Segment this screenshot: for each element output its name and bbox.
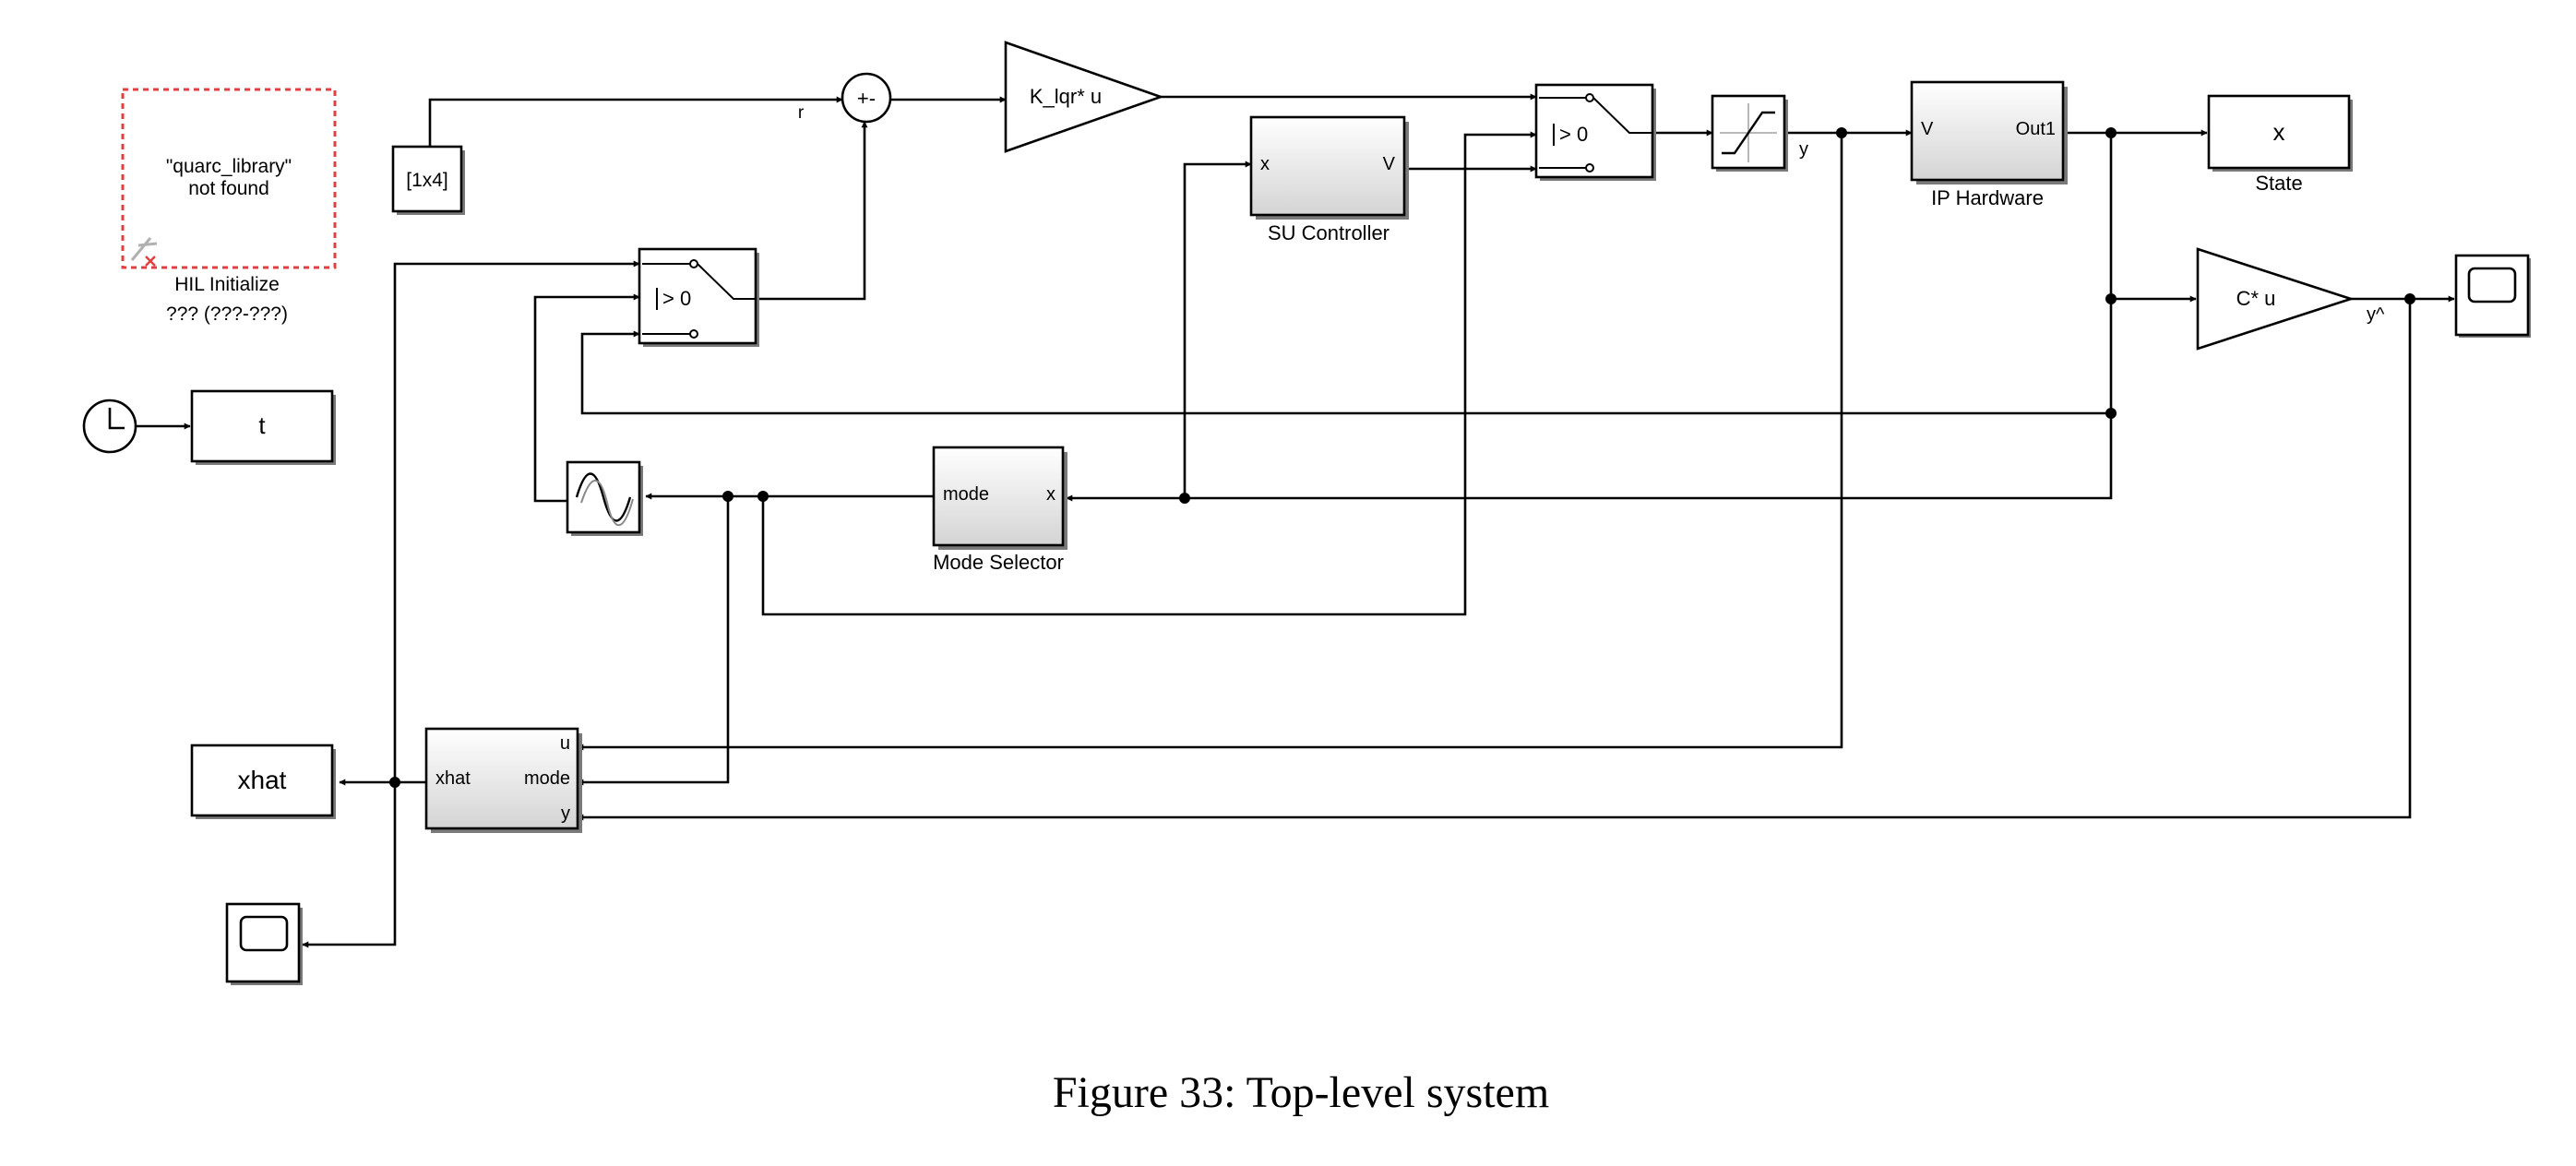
saturation-out-label: y <box>1799 139 1808 160</box>
t-var: t <box>258 411 266 439</box>
hil-sublabel: ??? (???-???) <box>166 303 288 325</box>
constant-block[interactable]: [1x4] <box>391 145 465 215</box>
observer-out-port: xhat <box>435 768 471 789</box>
switch-top-block[interactable]: > 0 <box>1534 83 1656 181</box>
sum-block[interactable]: +- r <box>798 72 892 124</box>
hil-label: HIL Initialize <box>174 274 280 295</box>
branch-point <box>2105 408 2117 419</box>
scope-screen-icon <box>239 915 289 952</box>
observer-in-port-y: y <box>561 803 570 824</box>
branch-point <box>389 777 400 788</box>
switch-top-criteria: > 0 <box>1559 123 1588 146</box>
sine-wave-icon <box>575 472 634 527</box>
figure-caption: Figure 33: Top-level system <box>1053 1068 1549 1117</box>
branch-point <box>2404 293 2415 304</box>
xhat-var: xhat <box>238 766 287 794</box>
signal-lines <box>136 93 2455 948</box>
hil-message-line1: "quarc_library" <box>166 156 292 177</box>
hil-initialize-block[interactable]: "quarc_library" not found HIL Initialize… <box>121 88 337 325</box>
scope-right-block[interactable] <box>2454 254 2531 338</box>
state-name: State <box>2255 172 2302 195</box>
ip-hardware-name: IP Hardware <box>1931 186 2044 209</box>
branch-point <box>2105 293 2117 304</box>
branch-point <box>1836 127 1847 138</box>
mode-selector-block[interactable]: mode x Mode Selector <box>932 446 1067 574</box>
to-workspace-state-block[interactable]: x State <box>2207 94 2353 195</box>
mode-selector-in-port: mode <box>943 484 989 505</box>
to-workspace-xhat-block[interactable]: xhat <box>190 744 336 819</box>
switch-symbol-icon <box>642 259 756 339</box>
switch-left-criteria: > 0 <box>662 287 691 310</box>
gain-c-out-label: y^ <box>2367 304 2385 325</box>
ip-hardware-block[interactable]: V Out1 IP Hardware <box>1910 80 2068 209</box>
sine-wave-block[interactable] <box>566 460 643 536</box>
observer-in-port-u: u <box>560 733 570 754</box>
gain-c-block[interactable]: C* u y^ <box>2196 247 2385 351</box>
saturation-curve-icon <box>1720 103 1777 162</box>
switch-left-block[interactable]: > 0 <box>638 247 759 347</box>
branch-point <box>722 491 733 502</box>
su-controller-name: SU Controller <box>1268 221 1389 244</box>
ip-in-port: V <box>1921 119 1934 139</box>
observer-block[interactable]: xhat u mode y <box>424 727 582 833</box>
sum-input-label: r <box>798 103 805 123</box>
sum-signs: +- <box>857 87 876 110</box>
mode-selector-out-port: x <box>1046 484 1055 505</box>
scope-bottom-block[interactable] <box>225 902 303 985</box>
branch-points <box>389 127 2415 788</box>
hil-message-line2: not found <box>188 178 269 199</box>
switch-symbol-icon <box>1539 93 1652 173</box>
su-controller-block[interactable]: x V SU Controller <box>1249 115 1409 244</box>
su-in-port: x <box>1260 154 1270 174</box>
clock-block[interactable] <box>82 399 137 454</box>
to-workspace-t-block[interactable]: t <box>190 389 336 465</box>
broken-link-icon <box>130 237 158 267</box>
clock-icon <box>108 408 125 430</box>
branch-point <box>2105 127 2117 138</box>
constant-value: [1x4] <box>406 170 448 191</box>
gain-lqr-label: K_lqr* u <box>1030 85 1102 108</box>
su-out-port: V <box>1383 154 1396 174</box>
observer-in-port-mode: mode <box>524 768 570 789</box>
saturation-block[interactable]: y <box>1711 94 1808 172</box>
mode-selector-name: Mode Selector <box>933 551 1064 574</box>
branch-point <box>757 491 769 502</box>
state-var: x <box>2273 118 2285 146</box>
ip-out-port: Out1 <box>2016 119 2056 139</box>
scope-screen-icon <box>2467 267 2517 303</box>
branch-point <box>1179 493 1190 504</box>
gain-lqr-block[interactable]: K_lqr* u <box>1004 41 1164 153</box>
gain-c-label: C* u <box>2236 287 2276 310</box>
